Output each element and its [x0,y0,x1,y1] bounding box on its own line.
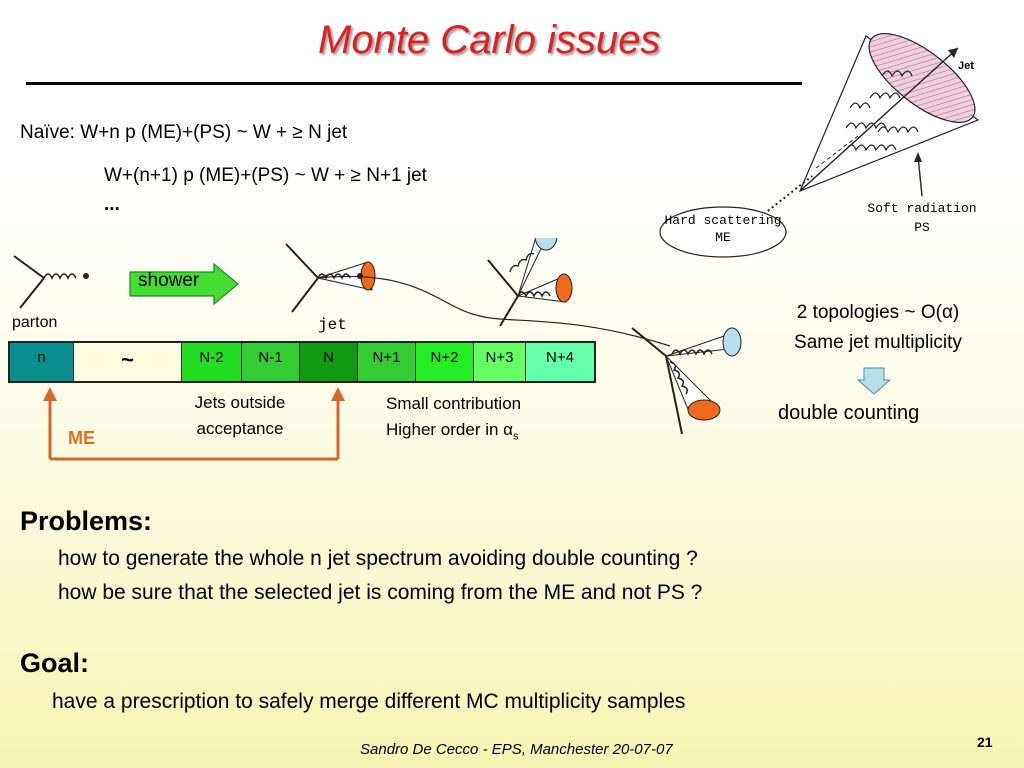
page-title: Monte Carlo issues [318,18,661,62]
jet-label-lower: jet [318,316,347,334]
topologies-line: 2 topologies ~ O(α) [796,302,960,323]
bar-cell-label: N+1 [372,349,401,366]
same-multiplicity-line: Same jet multiplicity [794,332,962,353]
bar-cell-label: N+2 [430,349,459,366]
jets-outside-line-1: Jets outside [194,393,286,412]
bar-cell-label: ~ [121,347,134,372]
soft-radiation-text: Soft radiation [867,201,977,216]
double-counting-label: double counting [778,402,920,424]
hard-scattering-bubble [659,206,787,258]
higher-order-line: Higher order in αs [386,417,521,449]
shower-label: shower [138,270,200,291]
bar-cell-n+3: N+3 [474,343,526,381]
bar-cell-n+4: N+4 [526,343,594,381]
hard-scattering-text: Hard scattering [664,213,782,228]
goal-heading: Goal: [20,648,90,678]
multiplicity-bar: n ~ N-2 N-1 N N+1 N+2 N+3 N+4 [8,341,596,383]
page-number: 21 [977,734,993,750]
jet-lower-text: jet [318,316,347,334]
shower-arrow [129,262,239,306]
problems-heading: Problems: [20,506,153,536]
bar-cell-label: N-1 [258,349,283,366]
bar-cell-n+1: N+1 [358,343,416,381]
problem-item-1: how to generate the whole n jet spectrum… [58,547,698,570]
topologies-note: 2 topologies ~ O(α) Same jet multiplicit… [760,298,996,358]
hard-scattering-me: ME [715,230,731,245]
bar-cell-n: n [10,343,74,381]
bar-cell-label: N [323,349,334,366]
soft-radiation-ps: PS [914,220,930,235]
higher-order-subscript: s [513,430,519,443]
down-arrow-icon [856,367,892,395]
naive-line-3: ... [104,194,120,215]
jet-cone-figure [798,32,980,193]
me-bracket-arrow [43,387,345,461]
jets-outside-line-2: acceptance [196,419,284,438]
me-arrow-label: ME [68,428,95,448]
bar-cell-label: N+4 [546,349,574,366]
footer-credit: Sandro De Cecco - EPS, Manchester 20-07-… [360,741,673,758]
naive-line-1: Naïve: W+n p (ME)+(PS) ~ W + ≥ N jet [20,122,348,143]
bar-cell-n-center: N [300,343,358,381]
bar-cell-label: n [37,349,46,366]
jet-diagrams [285,238,742,435]
bar-cell-label: N-2 [199,349,224,366]
jets-outside-note: Jets outside acceptance [170,390,310,442]
bar-cell-tilde: ~ [74,343,182,381]
title-underline [26,82,802,85]
bar-cell-n-2: N-2 [182,343,242,381]
bar-cell-n-1: N-1 [242,343,300,381]
higher-order-text: Higher order in α [386,420,513,439]
jet-label: Jet [958,60,974,72]
bar-cell-label: N+3 [485,349,514,366]
parton-label: parton [12,314,58,331]
hard-scattering-pointer [763,175,813,215]
small-contribution-line: Small contribution [386,394,522,413]
small-contribution-note: Small contribution Higher order in αs [386,391,521,449]
parton-diagram [13,255,89,309]
bar-cell-n+2: N+2 [416,343,474,381]
goal-text: have a prescription to safely merge diff… [52,690,686,713]
naive-line-2: W+(n+1) p (ME)+(PS) ~ W + ≥ N+1 jet [104,165,427,186]
problem-item-2: how be sure that the selected jet is com… [58,581,703,604]
soft-radiation-pointer [914,152,923,197]
